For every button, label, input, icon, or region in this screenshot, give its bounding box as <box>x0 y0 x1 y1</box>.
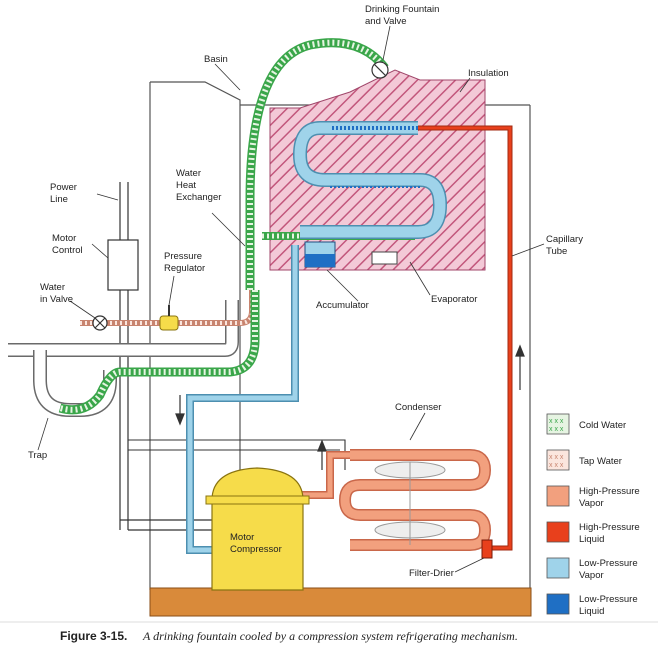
legend-label-high-pressure-liquid: High-Pressure <box>579 522 640 533</box>
evaporator-coil <box>292 121 448 239</box>
label-evaporator: Evaporator <box>431 294 477 305</box>
label-water-heat-2: Heat <box>176 180 196 191</box>
legend-label-low-pressure-vapor: Vapor <box>579 570 604 581</box>
legend-swatch-high-pressure-vapor <box>546 485 570 507</box>
legend-label-low-pressure-vapor: Low-Pressure <box>579 558 638 569</box>
water-in-valve <box>92 315 108 331</box>
legend-item-tap-water: x x xx x x Tap Water <box>546 449 622 471</box>
legend-item-cold-water: x x xx x x Cold Water <box>546 413 626 435</box>
legend-label-low-pressure-liquid: Low-Pressure <box>579 594 638 605</box>
label-line: Line <box>50 194 68 205</box>
label-power: Power <box>50 182 77 193</box>
motor-control-box <box>107 239 139 291</box>
leader-lines <box>37 25 545 573</box>
thermostat-bulb <box>371 251 398 265</box>
label-condenser: Condenser <box>395 402 441 413</box>
label-motor-control-1: Motor <box>52 233 76 244</box>
caption-number: Figure 3-15. <box>60 629 127 643</box>
legend-label-low-pressure-liquid: Liquid <box>579 606 604 617</box>
legend-label-cold-water: Cold Water <box>579 420 626 431</box>
flow-arrows <box>175 344 525 470</box>
label-motor-compressor-1: Motor <box>230 532 254 543</box>
pressure-regulator <box>159 305 179 331</box>
legend-label-high-pressure-vapor: Vapor <box>579 498 604 509</box>
legend-swatch-low-pressure-vapor <box>546 557 570 579</box>
power-line <box>119 182 215 531</box>
legend-swatch-tap-water <box>546 449 570 471</box>
filter-drier <box>481 539 493 559</box>
legend-swatch-low-pressure-liquid <box>546 593 570 615</box>
legend-pattern-tap-water: x x x <box>549 454 564 461</box>
label-water-in-1: Water <box>40 282 65 293</box>
label-water-heat-3: Exchanger <box>176 192 221 203</box>
label-pressure-2: Regulator <box>164 263 205 274</box>
cabinet-base <box>149 587 532 617</box>
condenser-fan <box>374 461 446 545</box>
condenser-coil <box>338 449 492 551</box>
label-insulation: Insulation <box>468 68 509 79</box>
fountain-valve <box>371 61 389 79</box>
label-water-heat-1: Water <box>176 168 201 179</box>
label-and-valve: and Valve <box>365 16 407 27</box>
label-basin: Basin <box>204 54 228 65</box>
legend-swatch-high-pressure-liquid <box>546 521 570 543</box>
caption-text: A drinking fountain cooled by a compress… <box>142 629 518 643</box>
label-capillary-1: Capillary <box>546 234 583 245</box>
legend-pattern-tap-water: x x x <box>549 462 564 469</box>
motor-compressor <box>205 467 310 591</box>
legend-label-high-pressure-liquid: Liquid <box>579 534 604 545</box>
label-filter-drier: Filter-Drier <box>409 568 454 579</box>
label-capillary-2: Tube <box>546 246 567 257</box>
label-motor-control-2: Control <box>52 245 83 256</box>
label-pressure-1: Pressure <box>164 251 202 262</box>
label-water-in-2: in Valve <box>40 294 73 305</box>
wiring <box>128 439 346 470</box>
legend-label-high-pressure-vapor: High-Pressure <box>579 486 640 497</box>
legend-pattern-cold-water: x x x <box>549 426 564 433</box>
legend-swatch-cold-water <box>546 413 570 435</box>
label-accumulator: Accumulator <box>316 300 369 311</box>
label-drinking-fountain: Drinking Fountain <box>365 4 439 15</box>
label-motor-compressor-2: Compressor <box>230 544 282 555</box>
legend-pattern-cold-water: x x x <box>549 418 564 425</box>
label-trap: Trap <box>28 450 47 461</box>
legend-label-tap-water: Tap Water <box>579 456 622 467</box>
